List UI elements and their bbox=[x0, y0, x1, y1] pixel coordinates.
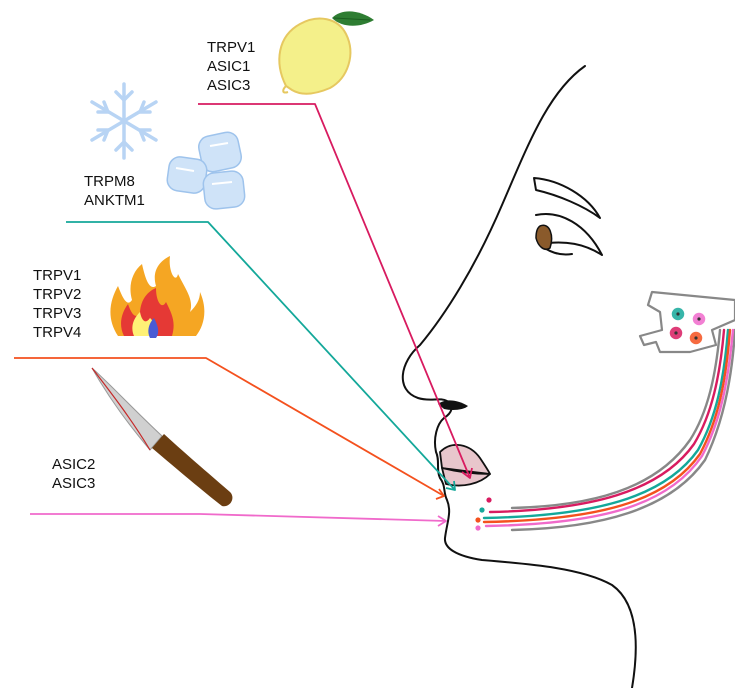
ice-cube bbox=[166, 156, 208, 195]
label-group-cold: TRPM8 ANKTM1 bbox=[84, 173, 145, 209]
channel-label: TRPM8 bbox=[84, 173, 135, 190]
ganglion-nucleus bbox=[674, 331, 677, 334]
ganglion-nucleus bbox=[694, 336, 697, 339]
arrow-cold bbox=[66, 222, 455, 490]
nostril bbox=[438, 400, 468, 410]
ice-cubes-icon bbox=[166, 130, 246, 210]
ice-cube bbox=[202, 170, 246, 210]
label-group-heat: TRPV1 TRPV2 TRPV3 TRPV4 bbox=[33, 267, 81, 341]
fire-icon bbox=[110, 256, 204, 338]
channel-label: ANKTM1 bbox=[84, 192, 145, 209]
knife-handle bbox=[152, 434, 232, 506]
channel-label: TRPV4 bbox=[33, 324, 81, 341]
nerve-fiber-heat bbox=[484, 330, 730, 522]
ganglion-outline bbox=[640, 292, 735, 352]
nerve-ending-heat bbox=[475, 517, 480, 522]
channel-label: ASIC3 bbox=[207, 77, 250, 94]
label-group-acid: TRPV1 ASIC1 ASIC3 bbox=[207, 39, 255, 94]
arrow-mechanical bbox=[30, 514, 446, 521]
channel-label: ASIC2 bbox=[52, 456, 95, 473]
nerve-bundle bbox=[475, 330, 735, 531]
snowflake-icon bbox=[92, 84, 156, 158]
nerve-fiber-acid bbox=[490, 330, 724, 512]
nerve-ending-cold bbox=[479, 507, 484, 512]
channel-label: TRPV1 bbox=[207, 39, 255, 56]
label-group-mechanical: ASIC2 ASIC3 bbox=[52, 456, 95, 492]
ganglion-nucleus bbox=[676, 312, 679, 315]
channel-label: TRPV2 bbox=[33, 286, 81, 303]
face-outline bbox=[403, 66, 636, 688]
channel-label: TRPV1 bbox=[33, 267, 81, 284]
channel-label: TRPV3 bbox=[33, 305, 81, 322]
nerve-outline bbox=[512, 330, 720, 508]
lemon-body bbox=[279, 19, 350, 94]
lemon-icon bbox=[279, 11, 374, 93]
channel-label: ASIC3 bbox=[52, 475, 95, 492]
knife-blade bbox=[92, 368, 162, 450]
channel-label: ASIC1 bbox=[207, 58, 250, 75]
eyebrow bbox=[534, 178, 600, 218]
ganglion bbox=[640, 292, 735, 352]
ganglion-nucleus bbox=[697, 317, 700, 320]
nerve-ending-mechanical bbox=[475, 525, 480, 530]
face-profile bbox=[403, 66, 636, 688]
nerve-fiber-cold bbox=[484, 330, 728, 518]
nerve-ending-acid bbox=[486, 497, 491, 502]
knife-icon bbox=[92, 368, 232, 506]
iris bbox=[536, 225, 552, 249]
